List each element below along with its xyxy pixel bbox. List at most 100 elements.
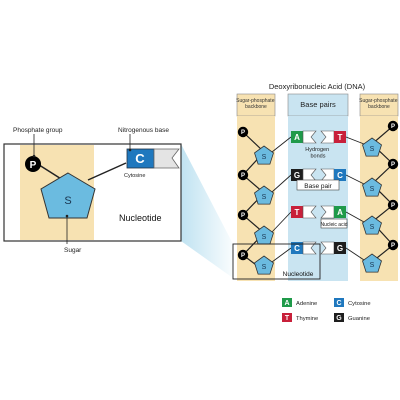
phosphate-circle	[387, 199, 399, 211]
legend-swatch	[282, 298, 292, 307]
phosphate-letter: P	[391, 243, 395, 249]
sugar-pentagon	[254, 145, 274, 165]
sugar-pentagon	[254, 255, 274, 275]
legend-name: Guanine	[348, 316, 370, 322]
base-letter-left: T	[295, 208, 300, 217]
sugar-pentagon	[362, 215, 382, 235]
sugar-letter: S	[64, 195, 71, 207]
base-pairs-label: Base pairs	[300, 100, 336, 109]
base-connector	[271, 174, 292, 193]
phosphate-circle	[387, 239, 399, 251]
sugar-letter: S	[370, 186, 375, 193]
nitrogenous-base-label: Nitrogenous base	[118, 127, 169, 134]
base-block-right	[334, 169, 346, 181]
phosphate-letter: P	[391, 124, 395, 130]
phosphate-letter: P	[30, 160, 37, 171]
phosphate-letter: P	[241, 173, 245, 179]
base-connector	[271, 247, 292, 263]
base-letter-right: G	[337, 244, 343, 253]
sugar-label: Sugar	[64, 247, 82, 254]
base-tab-left	[302, 241, 317, 255]
legend-item-adenine: A Adenine	[282, 298, 317, 307]
base-tab-left	[302, 205, 317, 219]
base-pair-label-box	[296, 179, 340, 191]
sugar-letter: S	[370, 262, 375, 269]
sugar-letter: S	[262, 264, 267, 271]
phosphate-circle	[237, 169, 249, 181]
sugar-letter: S	[262, 234, 267, 241]
nucleotide-panel-label: Nucleotide	[119, 213, 162, 223]
base-tab-left	[302, 130, 317, 144]
legend-item-thymine: T Thymine	[282, 313, 318, 322]
legend-swatch	[282, 313, 292, 322]
base-block-left	[291, 169, 303, 181]
base-block-left	[291, 131, 303, 143]
zoom-beam	[181, 144, 233, 278]
phosphate-circle	[387, 158, 399, 170]
sugar-pentagon	[254, 185, 274, 205]
cytosine-base-tab	[153, 148, 180, 169]
nucleic-acid-label-box	[320, 218, 348, 229]
base-tab-left	[302, 168, 317, 182]
dna-panel: Deoxyribonucleic Acid (DNA) Sugar-phosph…	[232, 82, 399, 281]
base-connector	[345, 211, 365, 223]
legend-letter: C	[336, 300, 341, 307]
legend-name: Thymine	[296, 316, 318, 322]
phosphate-group-label: Phosphate group	[13, 127, 63, 134]
sugar-letter: S	[262, 194, 267, 201]
phosphate-circle	[237, 209, 249, 221]
phosphate-letter: P	[241, 130, 245, 136]
cytosine-label: Cytosine	[124, 173, 145, 179]
base-block-left	[291, 206, 303, 218]
base-connector	[271, 211, 292, 233]
base-connector	[345, 174, 365, 185]
phosphate-letter: P	[391, 203, 395, 209]
sugar-pentagon	[40, 172, 96, 219]
base-letter-left: C	[294, 244, 300, 253]
base-connector	[345, 247, 365, 261]
legend-swatch	[334, 298, 344, 307]
phosphate-circle	[387, 120, 399, 132]
base-letter-right: T	[338, 133, 343, 142]
cytosine-letter: C	[135, 151, 145, 166]
phosphate-letter: P	[241, 253, 245, 259]
base-block-right	[334, 206, 346, 218]
base-connector	[271, 136, 292, 153]
base-block-right	[334, 131, 346, 143]
nucleic-acid-label: Nucleic acid	[321, 222, 348, 228]
legend-name: Adenine	[296, 301, 317, 307]
dna-nucleotide-label: Nucleotide	[283, 271, 314, 278]
phosphate-letter: P	[391, 162, 395, 168]
phosphate-circle	[237, 249, 249, 261]
base-block-right	[334, 242, 346, 254]
dna-title: Deoxyribonucleic Acid (DNA)	[269, 82, 366, 91]
sugar-letter: S	[370, 224, 375, 231]
hydrogen-bonds-label: Hydrogen bonds	[305, 147, 330, 160]
left-backbone-label: Sugar-phosphate backbone	[236, 98, 276, 110]
base-letter-left: A	[294, 133, 300, 142]
sugar-pentagon	[362, 177, 382, 197]
right-backbone-label: Sugar-phosphate backbone	[359, 98, 399, 110]
phosphate-circle	[237, 126, 249, 138]
base-letter-right: A	[337, 208, 343, 217]
legend-name: Cytosine	[348, 301, 371, 307]
sugar-pentagon	[362, 137, 382, 157]
legend-item-cytosine: C Cytosine	[334, 298, 371, 307]
base-pair-label: Base pair	[304, 183, 332, 190]
base-block-left	[291, 242, 303, 254]
legend-swatch	[334, 313, 344, 322]
base-connector	[345, 136, 365, 145]
legend-letter: T	[285, 315, 290, 322]
nucleotide-highlight-box	[232, 243, 321, 280]
sugar-pentagon	[362, 253, 382, 273]
base-letter-left: G	[294, 171, 300, 180]
phosphate-circle	[25, 156, 41, 172]
nucleotide-panel: S P C Cytosine Phosphate group Nitrogeno…	[3, 127, 182, 254]
legend-letter: G	[336, 315, 342, 322]
legend-letter: A	[284, 300, 289, 307]
sugar-letter: S	[370, 146, 375, 153]
legend-item-guanine: G Guanine	[334, 313, 370, 322]
phosphate-letter: P	[241, 213, 245, 219]
